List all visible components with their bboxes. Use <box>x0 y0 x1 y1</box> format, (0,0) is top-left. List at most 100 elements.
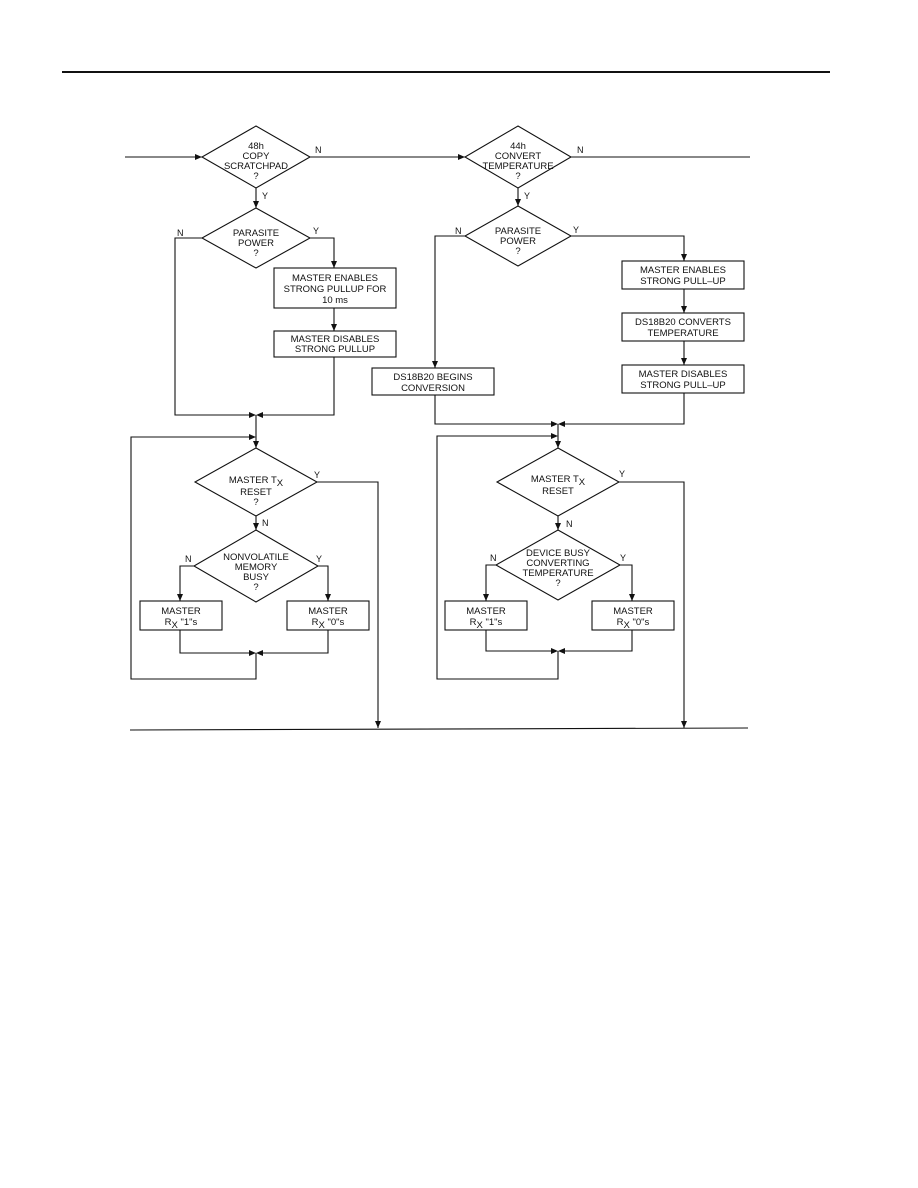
right-master-rx-ones-box <box>444 600 528 631</box>
convert-temperature-line3: TEMPERATURE <box>482 161 553 172</box>
right-parasite-decision <box>463 205 573 267</box>
convert-no-label: N <box>577 145 584 155</box>
left-rx-ones-r: R <box>165 617 172 628</box>
left-rx-zeros-merge-connector <box>262 630 329 654</box>
ds18b20-begins-conversion-box <box>371 367 495 396</box>
right-rx-ones-merge-connector <box>485 630 552 652</box>
right-busy-no-connector <box>485 564 496 601</box>
left-rx-ones-merge-arrowhead <box>249 650 256 656</box>
right-rx-ones-line2: RX "1"s <box>470 617 503 631</box>
right-loop-back-connector <box>436 435 559 680</box>
left-parasite-no-label: N <box>177 228 184 238</box>
device-busy-line4: ? <box>555 578 560 589</box>
right-rx-ones-r: R <box>470 617 477 628</box>
left-merge-to-reset-arrowhead <box>253 441 259 448</box>
left-rx-zeros-line2: RX "0"s <box>312 617 345 631</box>
right-disable-pullup-box <box>621 364 745 394</box>
right-reset-no-arrowhead <box>555 523 561 530</box>
right-begins-merge-arrowhead <box>551 421 558 427</box>
left-reset-line1-subscript: X <box>277 478 284 489</box>
device-busy-line3: TEMPERATURE <box>522 568 593 579</box>
right-busy-yes-arrowhead <box>629 594 635 601</box>
device-busy-line2: CONVERTING <box>526 558 589 569</box>
copy-scratchpad-line3: SCRATCHPAD <box>224 161 288 172</box>
left-parasite-line3: ? <box>253 248 258 259</box>
right-disable-line2: STRONG PULL–UP <box>640 380 726 391</box>
right-converts-to-disable-arrowhead <box>681 358 687 365</box>
right-rx-zeros-subscript: X <box>624 620 631 631</box>
copy-no-label: N <box>315 145 322 155</box>
right-reset-no-label: N <box>566 519 573 529</box>
right-reset-line1: MASTER TX <box>531 474 586 488</box>
left-disable-merge-connector <box>262 357 335 416</box>
left-enable-line1: MASTER ENABLES <box>292 273 378 284</box>
left-rx-zeros-subscript: X <box>319 620 326 631</box>
right-reset-line1-text: MASTER T <box>531 474 579 485</box>
copy-no-arrowhead <box>458 154 465 160</box>
left-reset-no-label: N <box>262 518 269 528</box>
right-disable-merge-connector <box>564 393 685 425</box>
right-reset-yes-connector <box>619 481 685 728</box>
right-parasite-line3: ? <box>515 246 520 257</box>
left-parasite-yes-label: Y <box>313 226 319 236</box>
ds18b20-begins-line2: CONVERSION <box>401 383 465 394</box>
right-rx-zeros-line2: RX "0"s <box>617 617 650 631</box>
left-rx-ones-line2: RX "1"s <box>165 617 198 631</box>
left-rx-ones-merge-connector <box>179 630 250 654</box>
left-rx-zeros-merge-arrowhead <box>256 650 263 656</box>
left-reset-yes-label: Y <box>314 470 320 480</box>
right-enable-to-converts-arrowhead <box>681 306 687 313</box>
right-begins-merge-connector <box>434 395 552 425</box>
right-flow: 44h CONVERT TEMPERATURE ? N Y PARASITE P… <box>371 125 750 728</box>
nonvolatile-busy-line1: NONVOLATILE <box>223 552 289 563</box>
left-parasite-yes-connector <box>310 237 335 268</box>
ds18b20-converts-line1: DS18B20 CONVERTS <box>635 317 731 328</box>
left-enable-line3: 10 ms <box>322 295 348 306</box>
left-busy-no-arrowhead <box>177 594 183 601</box>
left-master-rx-zeros-box <box>286 600 370 631</box>
nonvolatile-busy-line2: MEMORY <box>235 562 278 573</box>
right-loop-entry-arrowhead <box>551 433 558 439</box>
left-reset-yes-connector <box>317 481 379 728</box>
convert-yes-arrowhead <box>515 199 521 206</box>
left-enable-to-disable-arrowhead <box>331 324 337 331</box>
copy-yes-arrowhead <box>253 201 259 208</box>
right-rx-ones-text: "1"s <box>483 617 503 628</box>
right-disable-merge-arrowhead <box>558 421 565 427</box>
right-reset-line1-subscript: X <box>579 477 586 488</box>
nonvolatile-busy-line3: BUSY <box>243 572 270 583</box>
left-busy-yes-label: Y <box>316 554 322 564</box>
right-parasite-no-arrowhead <box>432 361 438 368</box>
right-rx-zeros-merge-arrowhead <box>558 648 565 654</box>
left-enable-pullup-box <box>273 267 397 309</box>
left-loop-back-connector <box>130 436 257 680</box>
right-rx-ones-line1: MASTER <box>466 606 506 617</box>
left-disable-line2: STRONG PULLUP <box>295 344 375 355</box>
right-reset-yes-label: Y <box>619 469 625 479</box>
right-busy-yes-label: Y <box>620 553 626 563</box>
left-reset-line2: RESET <box>240 487 272 498</box>
entry-arrowhead <box>195 154 202 160</box>
device-busy-line1: DEVICE BUSY <box>526 548 591 559</box>
left-rx-zeros-r: R <box>312 617 319 628</box>
left-reset-no-arrowhead <box>253 523 259 530</box>
convert-temperature-line2: CONVERT <box>495 151 541 162</box>
right-enable-pullup-box <box>621 260 745 290</box>
right-disable-line1: MASTER DISABLES <box>639 369 728 380</box>
copy-scratchpad-line2: COPY <box>243 151 271 162</box>
ds18b20-begins-line1: DS18B20 BEGINS <box>393 372 472 383</box>
right-merge-to-reset-arrowhead <box>555 441 561 448</box>
nonvolatile-busy-decision <box>192 529 320 603</box>
right-enable-line1: MASTER ENABLES <box>640 265 726 276</box>
left-parasite-yes-arrowhead <box>331 261 337 268</box>
left-busy-no-connector <box>179 565 194 601</box>
left-reset-line1-text: MASTER T <box>229 475 277 486</box>
convert-yes-label: Y <box>524 191 530 201</box>
left-rx-ones-subscript: X <box>172 620 179 631</box>
right-parasite-no-connector <box>434 235 465 368</box>
left-reset-yes-arrowhead <box>375 721 381 728</box>
right-busy-yes-connector <box>620 564 633 601</box>
copy-scratchpad-line1: 48h <box>248 141 264 152</box>
right-rx-ones-merge-arrowhead <box>551 648 558 654</box>
